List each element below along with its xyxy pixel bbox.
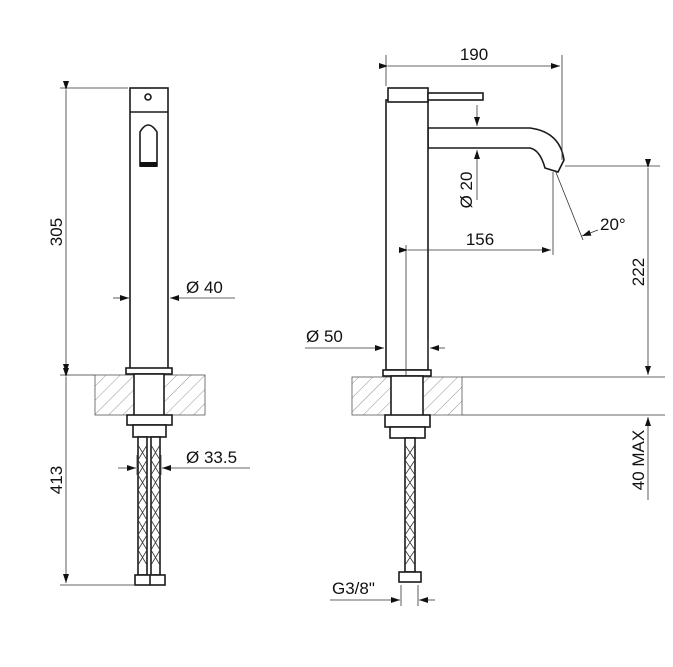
mounting-nut xyxy=(384,414,431,428)
mounting-shank xyxy=(390,375,424,417)
dim-hose-diameter: Ø 33.5 xyxy=(186,448,237,467)
mounting-nut xyxy=(126,414,173,426)
supply-hoses xyxy=(137,436,161,576)
dim-spout-diameter: Ø 20 xyxy=(457,172,476,209)
dim-spray-angle: 20° xyxy=(600,215,626,234)
front-view: 305 413 Ø 40 Ø 33.5 xyxy=(47,81,250,586)
handle-pin xyxy=(144,93,152,101)
dim-height-above-counter: 305 xyxy=(47,218,66,246)
outlet-slot xyxy=(139,124,158,167)
dim-height-below-counter: 413 xyxy=(47,466,66,494)
dim-connection-thread: G3/8" xyxy=(332,579,375,598)
dim-spout-reach: 156 xyxy=(466,230,494,249)
dim-body-diameter: Ø 40 xyxy=(186,278,223,297)
dim-overall-reach: 190 xyxy=(460,45,488,64)
handle-lever xyxy=(427,92,484,101)
mounting-shank xyxy=(133,373,165,417)
spout xyxy=(427,127,565,173)
dim-max-counter-thickness: 40 MAX xyxy=(629,430,648,490)
dim-base-diameter: Ø 50 xyxy=(306,327,343,346)
handle-cap xyxy=(387,87,429,103)
faucet-body xyxy=(385,99,429,371)
hose-fitting xyxy=(398,571,422,583)
side-view: 190 Ø 20 156 20° 222 40 MAX Ø 50 G3/8" xyxy=(305,45,665,606)
dim-spout-height: 222 xyxy=(629,258,648,286)
